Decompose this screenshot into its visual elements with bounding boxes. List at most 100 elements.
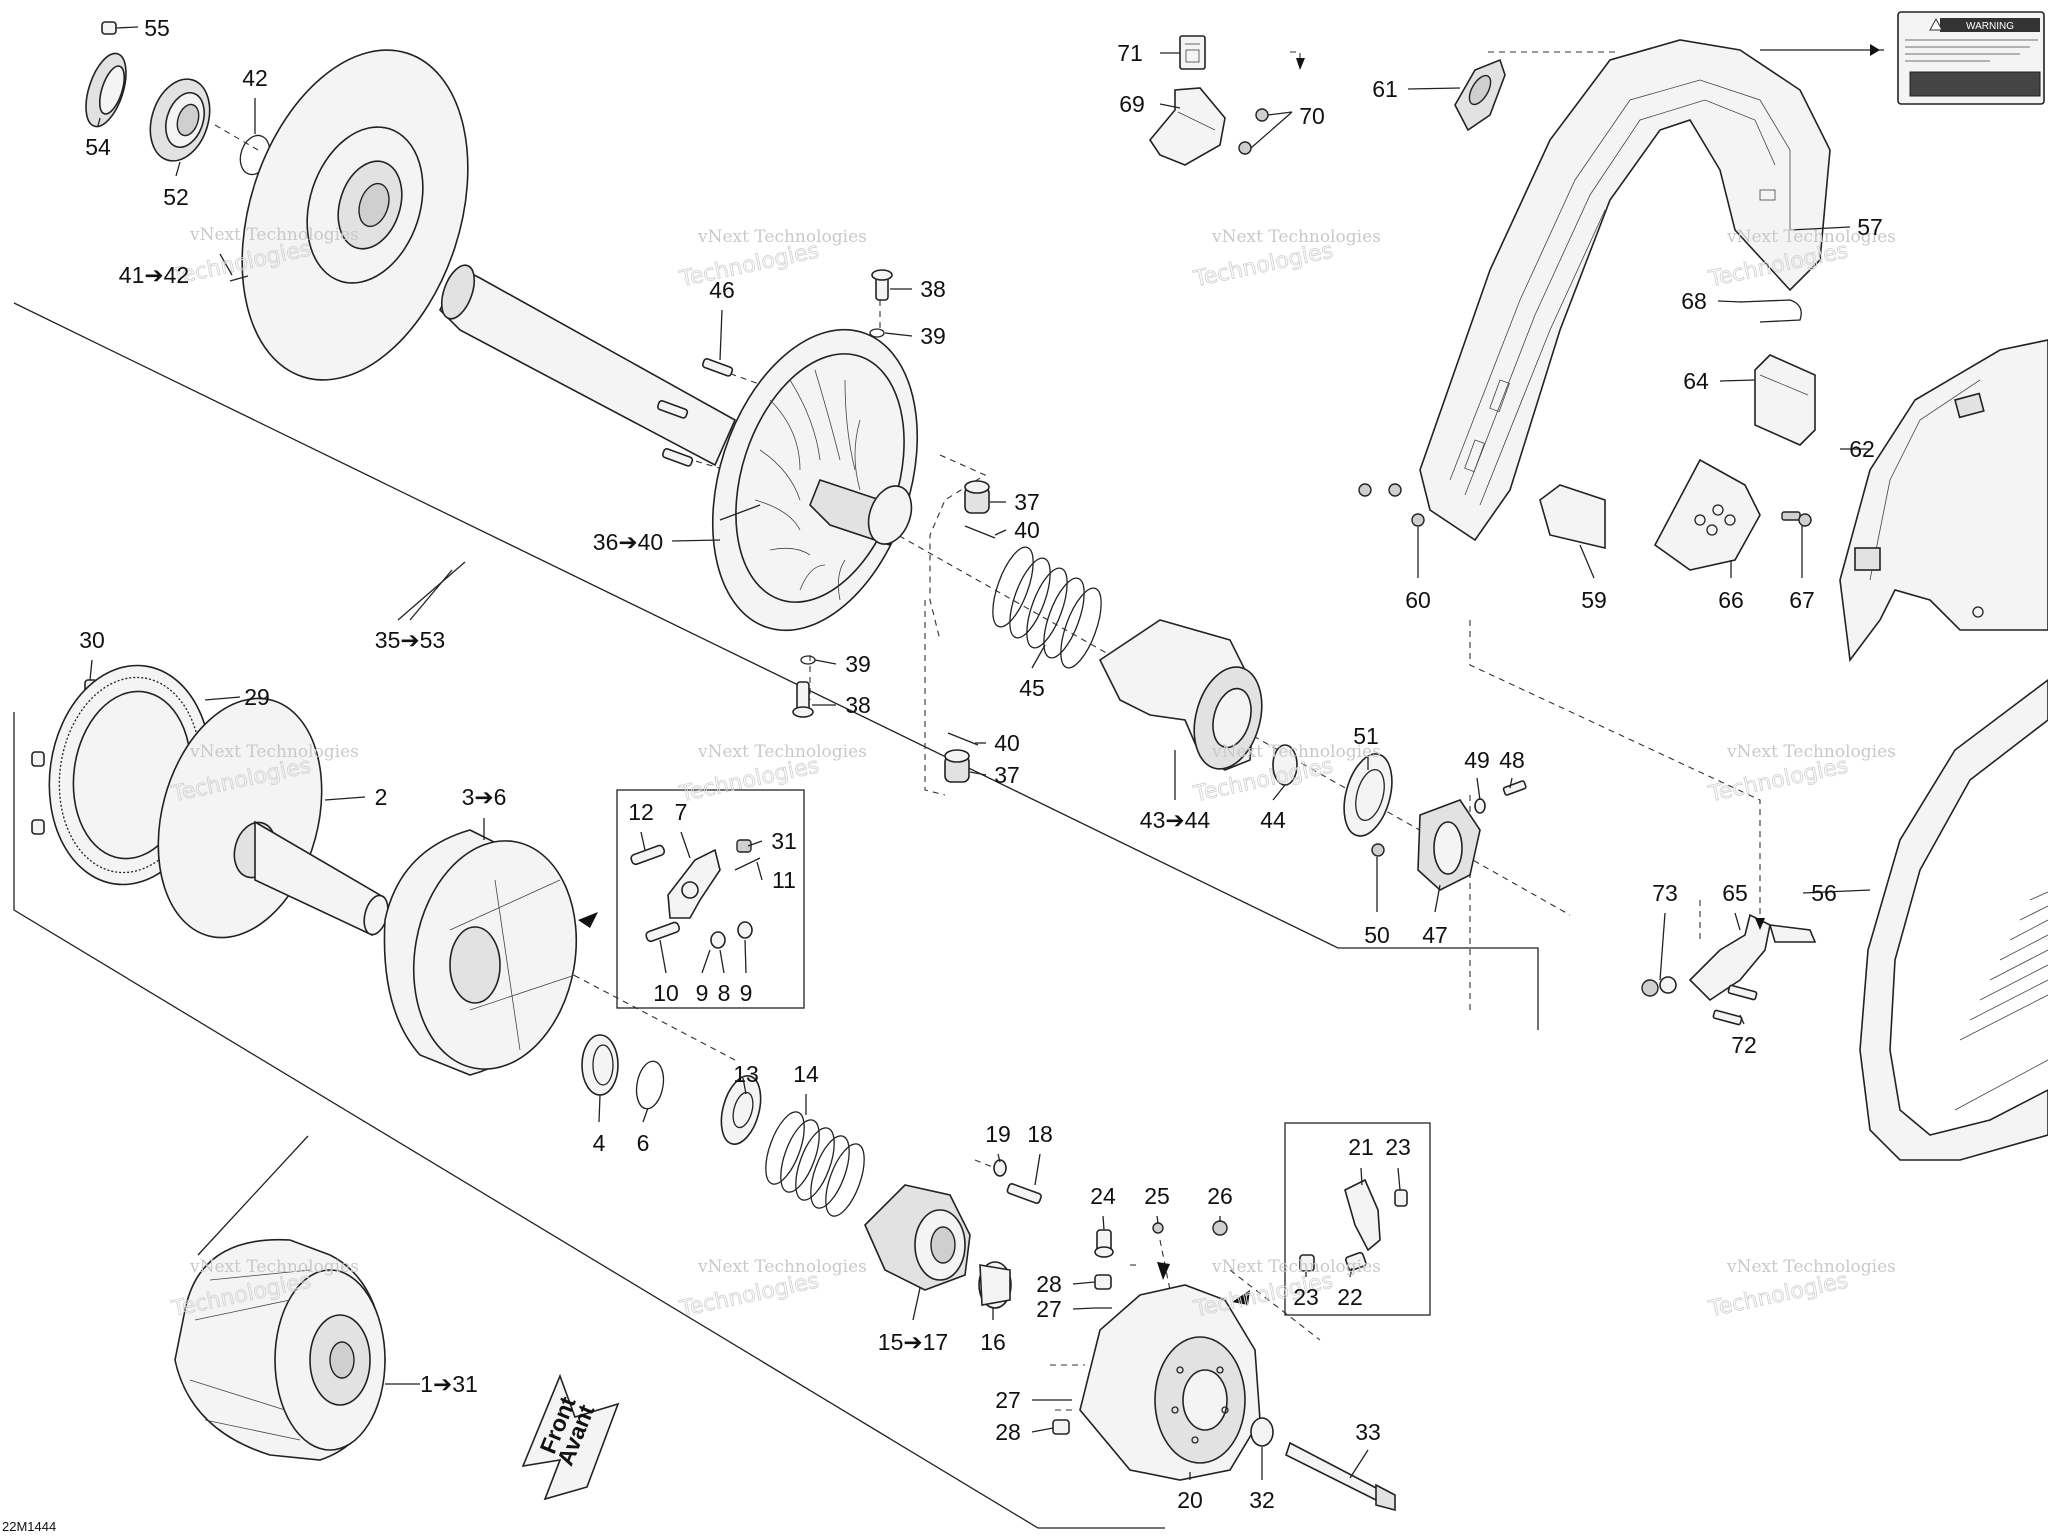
watermark: vNext Technologies (189, 742, 359, 762)
callout-c19: 19 (985, 1121, 1011, 1147)
callout-c27a: 27 (1036, 1296, 1062, 1322)
callout-c38a: 38 (920, 276, 946, 302)
callout-c23b: 23 (1293, 1284, 1319, 1310)
fixed-sheave-2 (157, 697, 389, 939)
callout-c51: 51 (1353, 723, 1379, 749)
watermark: vNext Technologies (1726, 742, 1896, 762)
screw-38-bottom (792, 681, 814, 718)
callout-c60: 60 (1405, 587, 1431, 613)
callout-c41: 41➔42 (119, 262, 189, 288)
callout-c10: 10 (653, 980, 679, 1006)
screw-18 (1006, 1183, 1042, 1204)
screw-24 (1094, 1229, 1114, 1258)
watermark: vNext Technologies (1211, 1257, 1381, 1277)
retainer-47 (1417, 799, 1481, 891)
callout-c2: 2 (375, 784, 388, 810)
bearing-52 (149, 78, 211, 162)
arm-kit-box (616, 789, 805, 1009)
callout-c31a: 31 (771, 828, 797, 854)
callout-c20: 20 (1177, 1487, 1203, 1513)
callout-c64: 64 (1683, 368, 1709, 394)
callout-c65: 65 (1722, 880, 1748, 906)
callout-c29: 29 (244, 684, 270, 710)
callout-c16: 16 (980, 1329, 1006, 1355)
drive-belt-56 (1859, 678, 2048, 1161)
washer-25 (1152, 1222, 1164, 1234)
grommet-61 (1454, 58, 1506, 132)
cap-28-bottom (1052, 1419, 1070, 1435)
callout-c26: 26 (1207, 1183, 1233, 1209)
callout-c56: 56 (1811, 880, 1837, 906)
watermark: vNext Technologies (189, 225, 359, 245)
washer-19 (993, 1159, 1007, 1177)
nut-26 (1212, 1220, 1228, 1236)
bracket-66 (1653, 458, 1761, 571)
guard-side-62 (1839, 339, 2048, 663)
o-ring-39-top (869, 328, 885, 338)
washer-13 (720, 1075, 762, 1145)
callout-c11: 11 (772, 867, 796, 893)
bushing-4 (581, 1034, 619, 1096)
callout-c40a: 40 (1014, 517, 1040, 543)
slider-37-top (964, 480, 990, 514)
watermark: vNext Technologies (697, 227, 867, 247)
callout-c6: 6 (637, 1130, 650, 1156)
callout-c49: 49 (1464, 747, 1490, 773)
nut-60 (1358, 483, 1425, 527)
callout-c66: 66 (1718, 587, 1744, 613)
callout-c42: 42 (242, 65, 268, 91)
callout-c35: 35➔53 (375, 627, 445, 653)
plate-59 (1539, 484, 1606, 550)
plug-55 (101, 21, 117, 35)
callout-c27b: 27 (995, 1387, 1021, 1413)
hinge-64 (1754, 354, 1816, 446)
callout-c45: 45 (1019, 675, 1045, 701)
pin-40-top (964, 525, 996, 539)
screw-38-top (871, 269, 893, 301)
callout-c14: 14 (793, 1061, 819, 1087)
callout-c39a: 39 (920, 323, 946, 349)
callout-c12: 12 (628, 799, 654, 825)
watermark: vNext Technologies (697, 742, 867, 762)
leader-lines (89, 26, 1871, 1480)
screws-72 (1712, 984, 1758, 1026)
callout-c32: 32 (1249, 1487, 1275, 1513)
washer-32 (1250, 1417, 1274, 1447)
callout-c25: 25 (1144, 1183, 1170, 1209)
callout-c28b: 28 (995, 1419, 1021, 1445)
drive-pulley-assembly (174, 1238, 386, 1461)
callout-c9a: 9 (696, 980, 709, 1006)
callout-c61: 61 (1372, 76, 1398, 102)
watermark: vNext Technologies (1726, 227, 1896, 247)
cap-28-top (1094, 1274, 1112, 1290)
callout-c48: 48 (1499, 747, 1525, 773)
callout-c44: 44 (1260, 807, 1286, 833)
warning-decal: WARNING (1897, 11, 2045, 105)
callout-c59: 59 (1581, 587, 1607, 613)
callout-c68: 68 (1681, 288, 1707, 314)
callout-c23a: 23 (1385, 1134, 1411, 1160)
spring-14 (765, 1111, 865, 1217)
driven-fixed-sheave-41 (241, 49, 469, 381)
callout-c70: 70 (1299, 103, 1325, 129)
o-ring-39-bottom (800, 655, 816, 665)
callout-c47: 47 (1422, 922, 1448, 948)
driven-movable-sheave-36 (711, 328, 919, 632)
bolt-33 (1285, 1441, 1396, 1512)
seal-54 (85, 52, 127, 128)
callout-c46: 46 (709, 277, 735, 303)
lever-kit-box (1284, 1122, 1431, 1316)
fasteners-67 (1781, 511, 1812, 527)
callout-c37a: 37 (1014, 489, 1040, 515)
callout-c3: 3➔6 (462, 784, 507, 810)
cover-20 (1079, 1284, 1261, 1481)
circlip-6 (635, 1060, 665, 1110)
bushing-16 (978, 1261, 1012, 1309)
driven-shaft (439, 264, 737, 467)
washer-51 (1343, 753, 1393, 837)
callout-c43: 43➔44 (1140, 807, 1211, 833)
callout-c8: 8 (718, 980, 731, 1006)
